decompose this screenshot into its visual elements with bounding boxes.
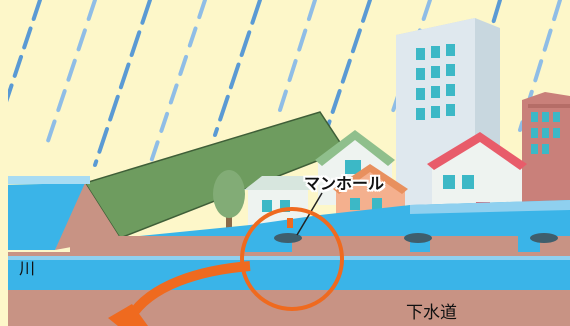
sewer-water	[0, 260, 570, 290]
sewer-label: 下水道	[406, 298, 457, 323]
brick-building	[522, 92, 570, 210]
manhole-label: マンホール	[304, 170, 384, 194]
river-label: 川	[19, 255, 35, 279]
water-highlight	[0, 256, 570, 260]
left-border	[0, 0, 8, 326]
